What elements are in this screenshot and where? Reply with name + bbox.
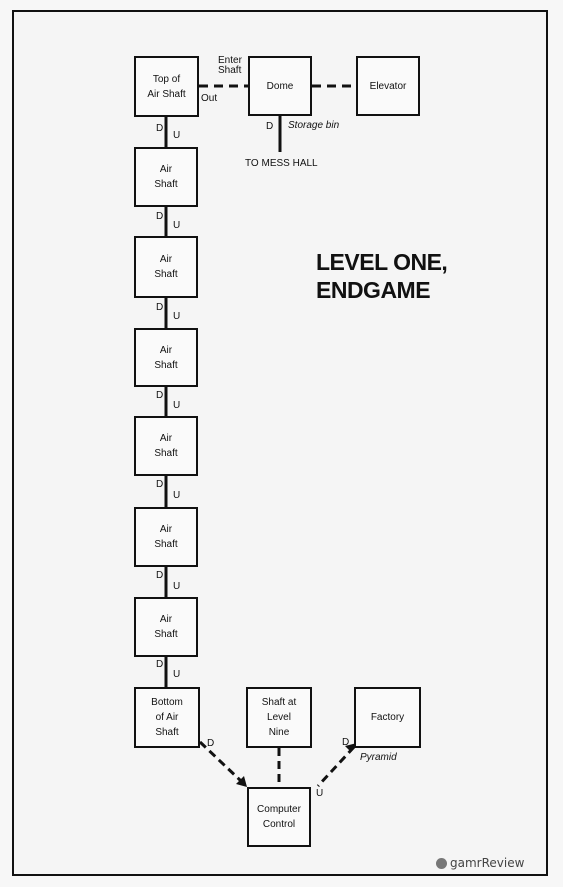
label-down-6: D — [156, 570, 164, 581]
label-up-4: U — [173, 400, 181, 411]
label-pyramid: Pyramid — [360, 752, 397, 763]
label-out: Out — [201, 93, 218, 104]
label-down-3: D — [156, 302, 164, 313]
room-elevator: Elevator — [356, 56, 420, 116]
label-computer-up: U — [316, 788, 324, 799]
watermark: gamrReview — [450, 856, 525, 870]
room-air-shaft-1: Air Shaft — [134, 147, 198, 207]
label-enter-shaft: Enter Shaft — [218, 55, 242, 76]
label-up-6: U — [173, 581, 181, 592]
room-dome: Dome — [248, 56, 312, 116]
label-to-mess-hall: TO MESS HALL — [245, 158, 318, 169]
map-title-line-1: LEVEL ONE, — [316, 249, 448, 275]
label-up-5: U — [173, 490, 181, 501]
label-bottom-down: D — [207, 738, 215, 749]
label-up-7: U — [173, 669, 181, 680]
label-down-2: D — [156, 211, 164, 222]
label-down-5: D — [156, 479, 164, 490]
room-bottom-of-air-shaft: Bottom of Air Shaft — [134, 687, 200, 748]
map-title-line-2: ENDGAME — [316, 277, 431, 303]
label-factory-down: D — [342, 737, 350, 748]
watermark-logo-icon — [436, 858, 447, 869]
label-down-7: D — [156, 659, 164, 670]
link-bottom-computer — [198, 740, 243, 783]
room-air-shaft-4: Air Shaft — [134, 416, 198, 476]
room-air-shaft-6: Air Shaft — [134, 597, 198, 657]
arrow-head-computer — [236, 776, 247, 787]
room-air-shaft-3: Air Shaft — [134, 328, 198, 387]
label-up-2: U — [173, 220, 181, 231]
room-air-shaft-2: Air Shaft — [134, 236, 198, 298]
room-air-shaft-5: Air Shaft — [134, 507, 198, 567]
label-down-1: D — [156, 123, 164, 134]
label-dome-down: D — [266, 121, 274, 132]
room-factory: Factory — [354, 687, 421, 748]
room-shaft-at-level-nine: Shaft at Level Nine — [246, 687, 312, 748]
map-title: LEVEL ONE, ENDGAME — [316, 248, 448, 304]
label-down-4: D — [156, 390, 164, 401]
link-factory-computer — [316, 745, 356, 788]
label-storage-bin: Storage bin — [288, 120, 340, 131]
label-up-1: U — [173, 130, 181, 141]
label-up-3: U — [173, 311, 181, 322]
room-computer-control: Computer Control — [247, 787, 311, 847]
room-top-of-air-shaft: Top of Air Shaft — [134, 56, 199, 117]
